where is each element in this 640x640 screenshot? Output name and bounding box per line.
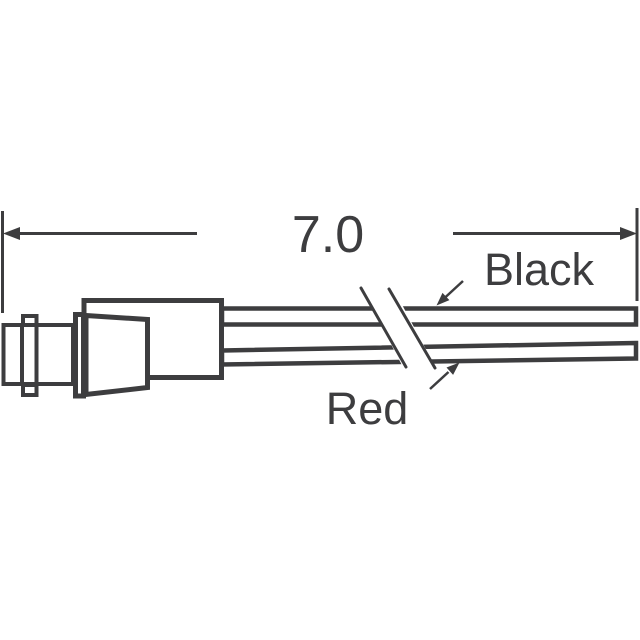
connector [1,298,224,399]
black-wire-leader-arrowhead [436,292,450,306]
red-wire-leader-arrowhead [446,362,460,375]
connector-flange [73,312,86,399]
dimension-arrowhead-right [620,227,637,240]
red-wire-label: Red [326,383,409,434]
cable-break-line-right [387,287,437,370]
black-wire-leader-line [443,280,464,300]
red-wire-leader-line [429,371,450,390]
cable-break-line-left [359,286,408,369]
wire-labels: Black Red [326,244,595,434]
wire-black [219,306,639,327]
dimension-arrowhead-left [3,227,20,240]
connector-cone [83,312,150,398]
overall-length-dimension: 7.0 [1,206,639,313]
black-wire-label: Black [484,244,595,295]
bayonet-lug-bottom [21,383,39,397]
wires [219,283,639,372]
cable-break-gap [359,283,438,372]
dimension-value: 7.0 [292,206,364,264]
